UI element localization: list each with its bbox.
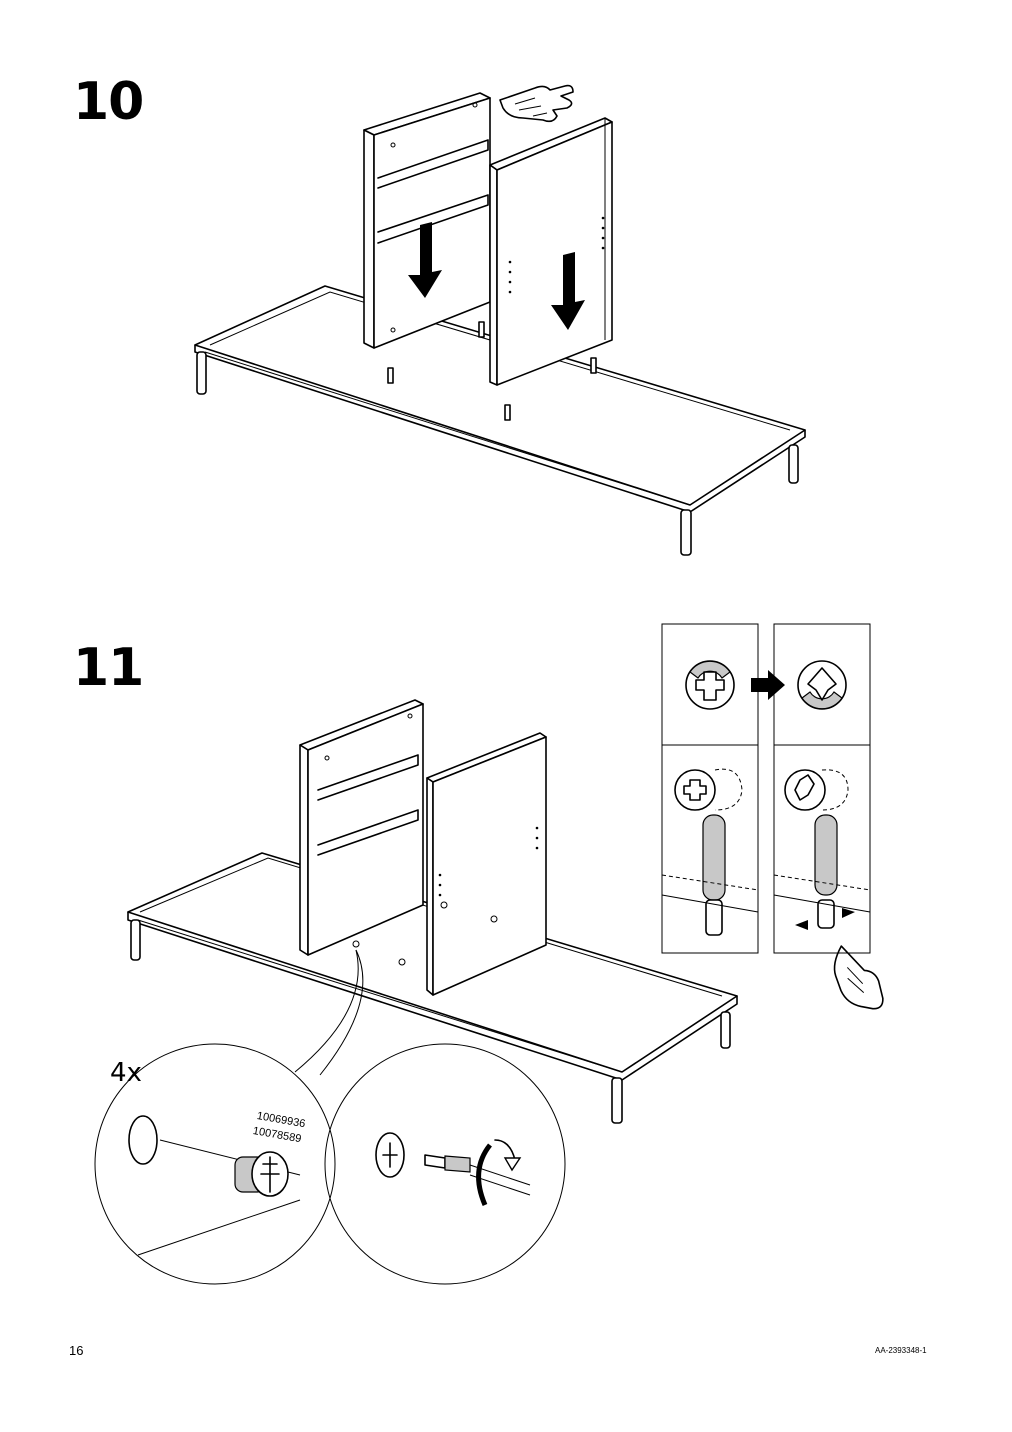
document-code: AA-2393348-1 (875, 1346, 927, 1355)
quantity-label: 4x (110, 1058, 142, 1088)
cam-lock-icon (375, 1132, 405, 1178)
hand-pointer-icon (499, 84, 574, 123)
page-number: 16 (69, 1343, 84, 1358)
step-10-side-panel-left (363, 92, 491, 349)
step-number-11: 11 (73, 638, 144, 698)
step-number-10: 10 (73, 72, 144, 132)
cam-lock-rotation-panel-right (773, 623, 871, 954)
cam-lock-icon (234, 1151, 289, 1197)
step-11-side-panel-left (299, 699, 424, 956)
step-10-side-panel-right (489, 117, 613, 386)
detail-circle-cam-lock (94, 1043, 336, 1285)
step-11-side-panel-right (352, 732, 547, 996)
down-arrow-icon (408, 222, 442, 298)
detail-circle-screwdriver (324, 1043, 566, 1285)
hand-pointer-icon (833, 945, 884, 1010)
step-10-base-frame (194, 285, 806, 556)
rotate-arrow-icon (476, 1139, 522, 1206)
down-arrow-icon (551, 252, 585, 330)
cam-lock-rotation-panel-left (661, 623, 759, 954)
right-arrow-icon (751, 670, 785, 700)
